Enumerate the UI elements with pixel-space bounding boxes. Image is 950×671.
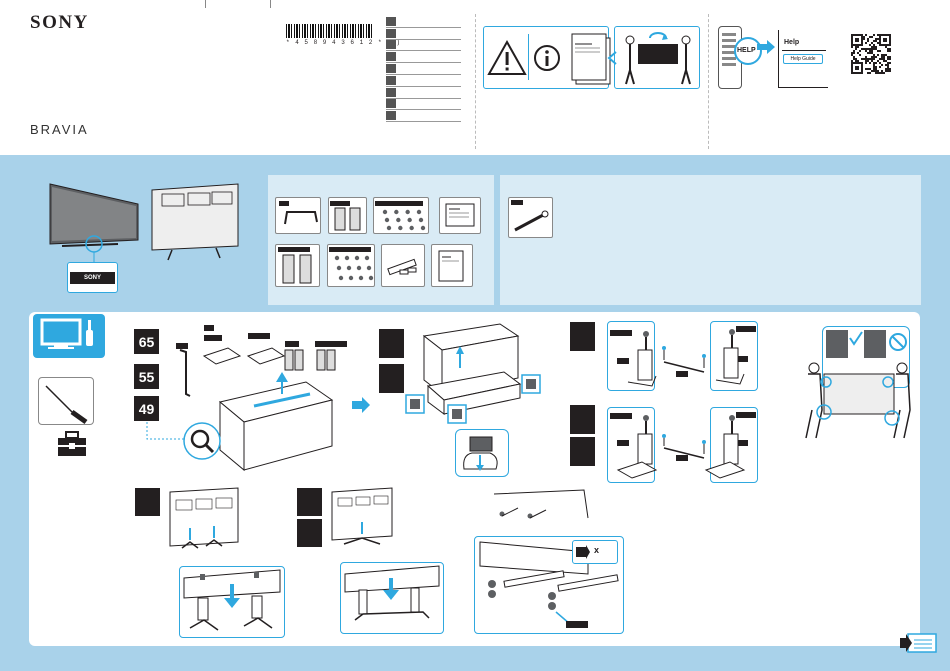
screw-icon — [576, 545, 590, 559]
screws-icon — [332, 254, 372, 282]
callout-circle — [84, 234, 106, 256]
step-indicator — [297, 488, 322, 516]
fold-mark — [270, 0, 271, 8]
item-label — [278, 247, 310, 252]
language-row — [386, 99, 461, 111]
screw-count-text: x — [594, 545, 599, 555]
screws-icon — [380, 208, 424, 232]
corner-pad-icon — [446, 403, 468, 425]
dashed-leader — [146, 421, 186, 445]
corner-pad-icon — [404, 393, 426, 415]
divider — [528, 34, 529, 80]
language-row — [386, 51, 461, 63]
model-line: BRAVIA — [30, 122, 89, 137]
hand-release-icon — [460, 435, 504, 473]
header-area: SONY BRAVIA * 4 5 8 9 4 3 6 1 2 * (1) — [0, 0, 950, 155]
stand-attach-illustration — [612, 326, 758, 392]
remote-batteries-icon — [386, 254, 422, 280]
language-row — [386, 28, 461, 40]
language-list — [386, 16, 461, 122]
tv-screwdriver-icon — [40, 318, 102, 356]
divider — [708, 14, 709, 149]
screwdriver-icon — [44, 384, 92, 424]
stand-feet-icon — [280, 253, 318, 285]
screen-touch-icons — [826, 330, 908, 362]
step-indicator — [570, 322, 595, 351]
part-label — [204, 335, 222, 341]
screw-packs-icon — [204, 346, 284, 376]
stand-arm-icon — [178, 348, 192, 398]
magnifier-icon — [182, 421, 226, 465]
tv-rear-stand-illustration — [330, 488, 396, 548]
lift-carton-illustration — [408, 322, 548, 422]
part-label — [315, 341, 347, 347]
toolbox-icon — [56, 430, 88, 458]
stand-leg-detail — [182, 570, 282, 636]
cable-tie-icon — [511, 208, 551, 234]
language-row — [386, 40, 461, 52]
language-row — [386, 87, 461, 99]
stand-arm-icon — [283, 208, 319, 228]
stand-feet-icon — [283, 348, 343, 374]
barcode-number: * 4 5 8 9 4 3 6 1 2 * (1) — [286, 39, 401, 46]
sony-logo-strip: SONY — [70, 272, 115, 284]
qr-code-icon — [851, 34, 891, 74]
part-label — [566, 621, 588, 628]
optional-items-panel — [500, 175, 921, 305]
stand-feet-icon — [332, 206, 364, 232]
arrow-right-icon — [757, 40, 775, 54]
part-label — [204, 325, 214, 331]
fold-mark — [205, 0, 206, 8]
next-page-icon — [898, 632, 938, 654]
language-row — [386, 110, 461, 122]
step-indicator — [570, 437, 595, 466]
language-row — [386, 63, 461, 75]
help-key-label: HELP — [737, 47, 756, 54]
step-indicator — [135, 488, 160, 516]
divider — [475, 14, 476, 149]
tv-rear-stand-illustration — [168, 488, 244, 554]
help-screen-title: Help — [784, 39, 799, 46]
help-guide-button: Help Guide — [783, 54, 823, 64]
part-label — [285, 341, 299, 347]
open-carton-illustration — [214, 380, 336, 472]
size-label-55: 55 — [134, 364, 159, 389]
step-indicator — [379, 329, 404, 358]
corner-pad-icon — [520, 373, 542, 395]
item-label — [511, 200, 523, 205]
tv-rear-illustration — [150, 184, 242, 264]
language-row — [386, 75, 461, 87]
language-row — [386, 16, 461, 28]
item-label — [329, 247, 371, 252]
info-icon — [533, 44, 563, 74]
warning-icon — [489, 40, 529, 76]
size-label-65: 65 — [134, 329, 159, 354]
step-indicator — [297, 519, 322, 547]
stand-bar-detail — [343, 566, 441, 632]
document-icon — [437, 249, 467, 283]
part-label — [248, 333, 270, 339]
tv-edge-illustration — [478, 488, 590, 530]
step-indicator — [379, 364, 404, 393]
size-label-49: 49 — [134, 396, 159, 421]
manual-icon — [444, 202, 476, 228]
divider — [782, 50, 826, 51]
step-indicator — [570, 405, 595, 434]
check-icon — [850, 332, 862, 344]
item-label — [375, 201, 423, 206]
brand-logo: SONY — [30, 12, 89, 34]
item-label — [279, 201, 289, 206]
lift-tv-icon — [618, 30, 698, 86]
barcode — [286, 24, 372, 38]
arrow-right-icon — [352, 397, 370, 413]
two-person-carry-illustration — [800, 360, 916, 442]
stand-attach-illustration — [612, 412, 758, 482]
